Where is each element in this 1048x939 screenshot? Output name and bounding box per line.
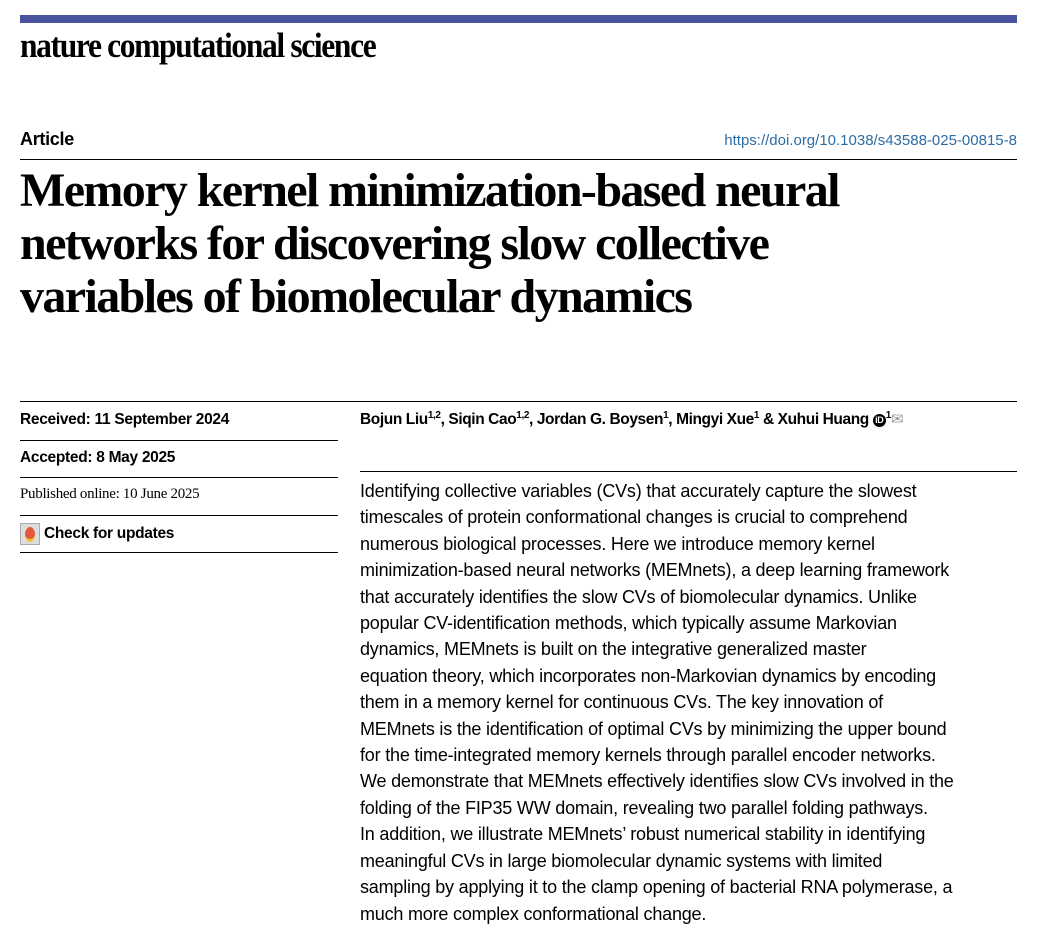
abstract-line: minimization-based neural networks (MEMn… <box>360 560 950 581</box>
abstract-line: folding of the FIP35 WW domain, revealin… <box>360 797 928 818</box>
abstract-line: numerous biological processes. Here we i… <box>360 533 875 554</box>
abstract-line: dynamics, MEMnets is built on the integr… <box>360 639 867 660</box>
orcid-icon[interactable]: iD <box>872 413 886 427</box>
abstract-line: In addition, we illustrate MEMnets’ robu… <box>360 824 926 845</box>
divider <box>20 401 1017 402</box>
author-name[interactable]: Mingyi Xue <box>676 411 754 429</box>
divider <box>20 515 338 516</box>
author-name[interactable]: Siqin Cao <box>448 411 517 429</box>
affiliation: 1,2 <box>516 410 529 421</box>
abstract-line: equation theory, which incorporates non-… <box>360 665 936 686</box>
abstract-line: that accurately identifies the slow CVs … <box>360 586 917 607</box>
journal-color-bar <box>20 15 1017 23</box>
abstract-line: Identifying collective variables (CVs) t… <box>360 481 917 501</box>
affiliation: 1 <box>885 410 892 421</box>
divider <box>360 471 1017 472</box>
divider <box>20 552 338 553</box>
abstract: Identifying collective variables (CVs) t… <box>360 478 1030 927</box>
separator: , <box>440 411 449 429</box>
abstract-line: timescales of protein conformational cha… <box>360 507 908 528</box>
separator: & <box>759 411 778 429</box>
divider <box>20 477 338 478</box>
title-line: variables of biomolecular dynamics <box>20 270 693 323</box>
article-title: Memory kernel minimization-based neural … <box>20 164 1020 323</box>
title-line: networks for discovering slow collective <box>20 217 770 270</box>
accepted-date: Accepted: 8 May 2025 <box>20 449 176 466</box>
abstract-line: We demonstrate that MEMnets effectively … <box>360 771 954 792</box>
author-name[interactable]: Jordan G. Boysen <box>536 411 664 429</box>
author-name[interactable]: Bojun Liu <box>360 411 428 429</box>
check-for-updates-button[interactable]: Check for updates <box>20 523 174 545</box>
abstract-line: them in a memory kernel for continuous C… <box>360 692 883 713</box>
abstract-line: much more complex conformational change. <box>360 903 707 924</box>
abstract-line: popular CV-identification methods, which… <box>360 613 897 634</box>
affiliation: 1 <box>663 410 669 421</box>
affiliation: 1,2 <box>427 410 441 421</box>
abstract-line: for the time-integrated memory kernels t… <box>360 745 936 766</box>
published-date: Published online: 10 June 2025 <box>20 486 200 502</box>
abstract-line: meaningful CVs in large biomolecular dyn… <box>360 850 883 871</box>
journal-logo: nature computational science <box>20 26 377 65</box>
author-name[interactable]: Xuhui Huang <box>777 411 870 429</box>
divider <box>20 440 338 441</box>
divider <box>20 159 1017 160</box>
check-updates-label: Check for updates <box>44 525 175 543</box>
doi-link[interactable]: https://doi.org/10.1038/s43588-025-00815… <box>724 132 1017 149</box>
article-type: Article <box>20 129 74 149</box>
email-icon[interactable]: ✉ <box>890 411 904 429</box>
separator: , <box>668 411 677 429</box>
abstract-line: sampling by applying it to the clamp ope… <box>360 877 953 898</box>
author-list: Bojun Liu1,2, Siqin Cao1,2, Jordan G. Bo… <box>360 410 904 429</box>
abstract-line: MEMnets is the identification of optimal… <box>360 718 947 739</box>
affiliation: 1 <box>753 410 760 421</box>
check-updates-icon <box>20 523 40 545</box>
received-date: Received: 11 September 2024 <box>20 411 230 428</box>
title-line: Memory kernel minimization-based neural <box>20 164 840 217</box>
separator: , <box>528 411 537 429</box>
